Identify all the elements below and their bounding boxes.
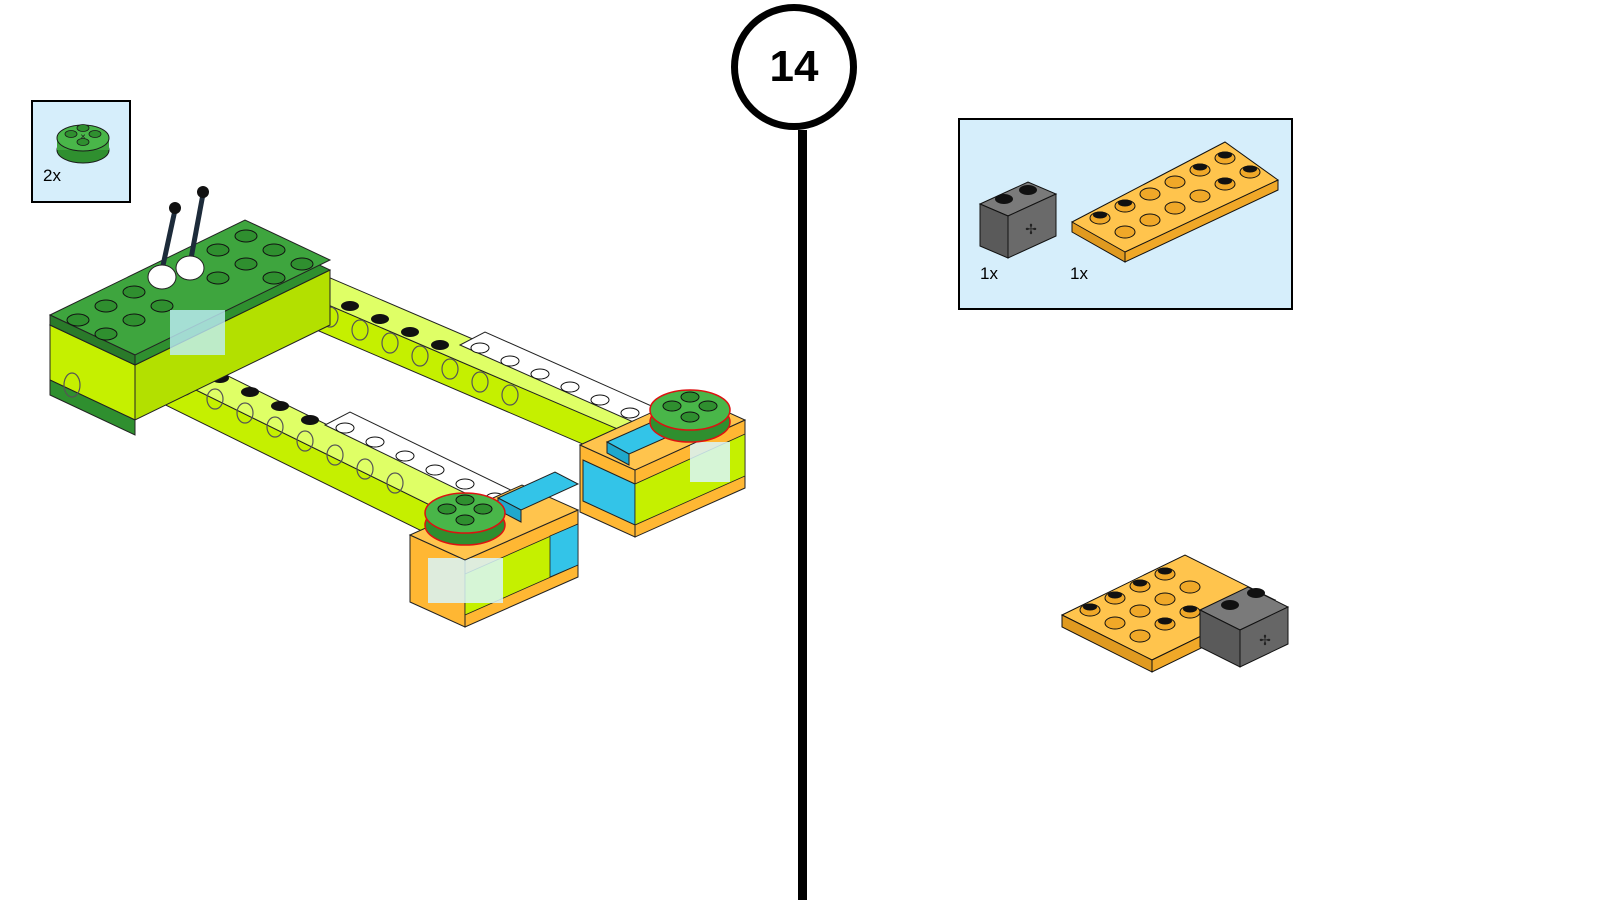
right-parts-callout: ✢ 1x 1x — [958, 118, 1293, 310]
green-round-plate-front — [424, 492, 506, 546]
dark-gray-brick-placed: ✢ — [1198, 586, 1290, 668]
orange-plate-icon — [1071, 141, 1279, 263]
svg-text:✕: ✕ — [80, 133, 86, 141]
step-number: 14 — [769, 42, 819, 91]
green-round-plate-icon: ✕ — [56, 124, 110, 164]
orange-stack-front — [408, 471, 580, 628]
lever-pair — [147, 186, 209, 290]
svg-text:✢: ✢ — [1259, 633, 1271, 649]
dark-gray-brick-icon: ✢ — [978, 181, 1058, 259]
step-divider-line — [798, 130, 807, 900]
dark-green-end-block — [48, 186, 332, 436]
left-part-qty: 2x — [43, 166, 61, 185]
step-number-badge: 14 — [731, 4, 857, 130]
svg-text:✢: ✢ — [1025, 222, 1037, 238]
subassembly-illustration: ✢ — [1060, 554, 1290, 673]
left-parts-callout: ✕ 2x — [31, 100, 131, 203]
right-part-qty-plate: 1x — [1070, 264, 1088, 283]
green-round-plate-back — [649, 389, 731, 443]
orange-stack-back — [578, 389, 747, 538]
right-part-qty-brick: 1x — [980, 264, 998, 283]
main-assembly-illustration — [48, 186, 747, 628]
